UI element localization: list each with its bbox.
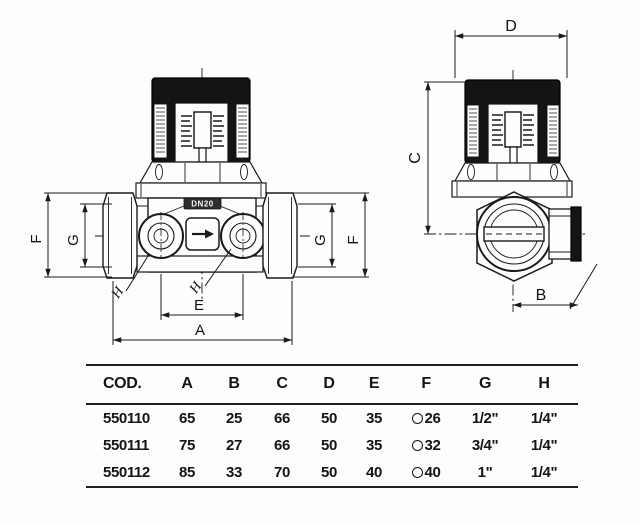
cell-cod: 550111: [103, 436, 149, 454]
table-top-rule: [86, 364, 578, 366]
hex-size-symbol: [411, 439, 423, 451]
dim-label-F-right: F: [345, 235, 362, 244]
port-boss-right: [220, 212, 266, 260]
col-header-e: E: [368, 375, 380, 392]
bonnet-side: [451, 162, 573, 198]
valve-body: DN20: [136, 197, 266, 273]
col-header-cod: COD.: [103, 375, 142, 392]
table-header-rule: [86, 402, 578, 405]
dim-label-H-left: H: [109, 284, 128, 302]
hex-size-symbol: [411, 466, 423, 478]
union-nut-right: [262, 192, 298, 279]
col-header-b: B: [228, 375, 240, 392]
spring-coils-right: [523, 114, 534, 146]
leader-H-left: [125, 255, 149, 292]
knurl-strip-right: [235, 103, 250, 159]
col-header-f: F: [421, 375, 431, 392]
outlet-thread-end: [570, 206, 582, 262]
dim-label-F-left: F: [28, 234, 45, 243]
leader-H-right: [204, 248, 232, 287]
col-header-g: G: [478, 375, 492, 392]
spring-coils-left: [492, 114, 503, 146]
oblique-extension: [569, 263, 598, 310]
flow-arrow-icon: [192, 229, 214, 239]
dn-label-plate: [183, 197, 222, 210]
col-header-h: H: [538, 375, 550, 392]
port-boss-left: [138, 212, 184, 260]
dim-label-H-right: H: [187, 279, 206, 297]
seat-slot: [483, 226, 545, 242]
side-dimensions: D C B: [407, 18, 598, 310]
dimension-table: COD. A B C D E F G H 550110 65 25 66 50 …: [86, 364, 578, 489]
spring-coils-right: [213, 115, 224, 147]
table-row: 550110 65 25 66 50 35 26 1/2" 1/4": [86, 405, 578, 432]
spring-stem: [193, 111, 212, 149]
dn-code: DN20: [191, 200, 214, 209]
dim-label-G-right: G: [312, 234, 329, 246]
bonnet: [135, 161, 267, 199]
table-bottom-rule: [86, 485, 578, 489]
spring-coils-left: [181, 115, 192, 147]
table-row: 550112 85 33 70 50 40 40 1" 1/4": [86, 459, 578, 486]
knurl-strip-right: [546, 104, 560, 158]
table-row: 550111 75 27 66 50 35 32 3/4" 1/4": [86, 432, 578, 459]
dim-label-C: C: [407, 152, 424, 164]
dim-label-D: D: [505, 18, 517, 35]
table-header-row: COD. A B C D E F G H: [86, 366, 578, 403]
knurl-strip-left: [153, 103, 168, 159]
front-view: DN20: [28, 68, 369, 345]
knurl-strip-left: [466, 104, 480, 158]
dim-label-B: B: [536, 287, 547, 304]
spring-stem: [504, 111, 522, 148]
hex-body-end: [476, 191, 553, 282]
side-outlet: [548, 206, 582, 262]
col-header-d: D: [323, 375, 335, 392]
cell-cod: 550110: [103, 409, 150, 427]
col-header-c: C: [276, 375, 288, 392]
col-header-a: A: [181, 375, 193, 392]
side-view: D C B: [407, 18, 598, 312]
adjustment-knob: [151, 77, 251, 163]
adjustment-knob-side: [464, 79, 561, 164]
valve-drawings: DN20: [28, 18, 598, 345]
union-nut-left: [102, 192, 138, 279]
dim-label-G-left: G: [65, 234, 82, 246]
dim-label-A: A: [195, 322, 205, 339]
dim-label-E: E: [194, 297, 204, 314]
cell-cod: 550112: [103, 463, 150, 481]
hex-size-symbol: [411, 412, 423, 424]
